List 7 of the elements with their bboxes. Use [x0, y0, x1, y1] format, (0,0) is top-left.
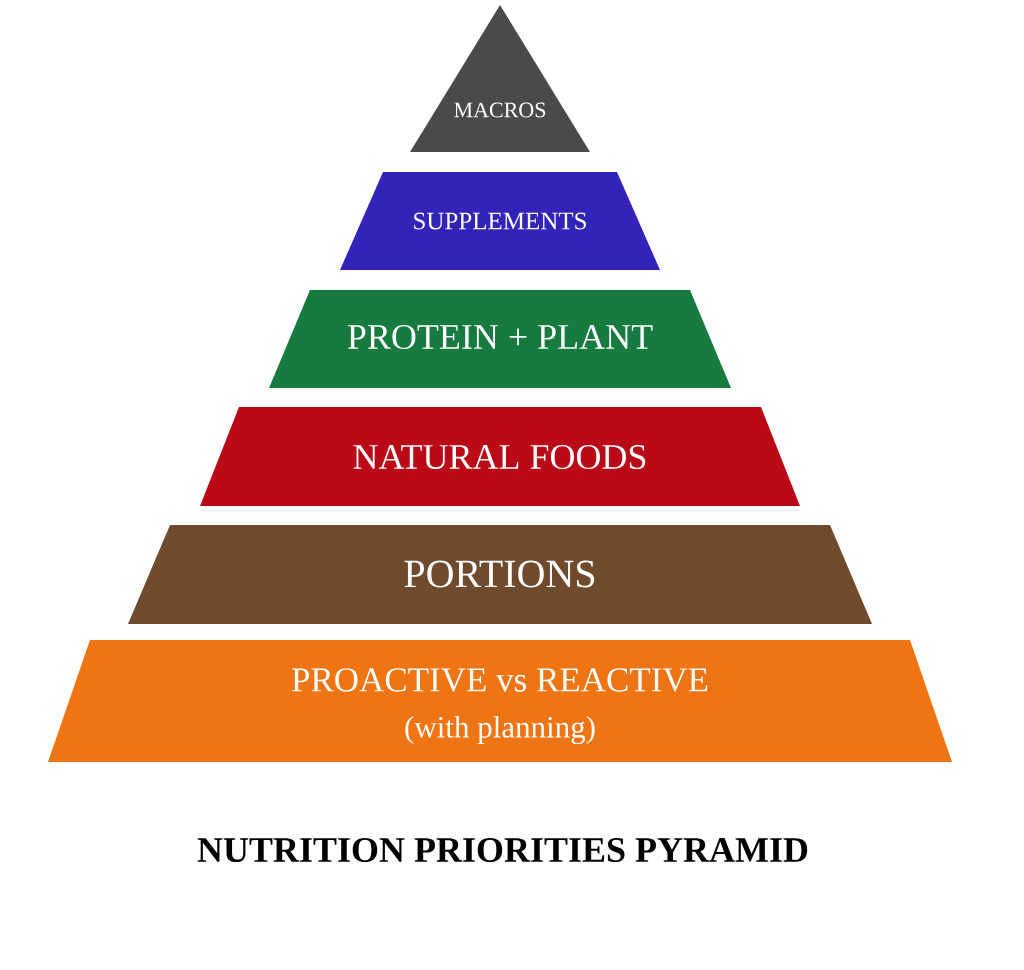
- pyramid-tier: PROACTIVE vs REACTIVE (with planning): [48, 640, 952, 762]
- pyramid-tier: SUPPLEMENTS: [340, 172, 660, 270]
- pyramid-tier: PROTEIN + PLANT: [269, 290, 731, 388]
- pyramid-tier: PORTIONS: [128, 525, 872, 624]
- pyramid-apex: MACROS: [410, 5, 590, 152]
- pyramid-tier: NATURAL FOODS: [200, 407, 800, 506]
- diagram-title: NUTRITION PRIORITIES PYRAMID: [197, 837, 808, 863]
